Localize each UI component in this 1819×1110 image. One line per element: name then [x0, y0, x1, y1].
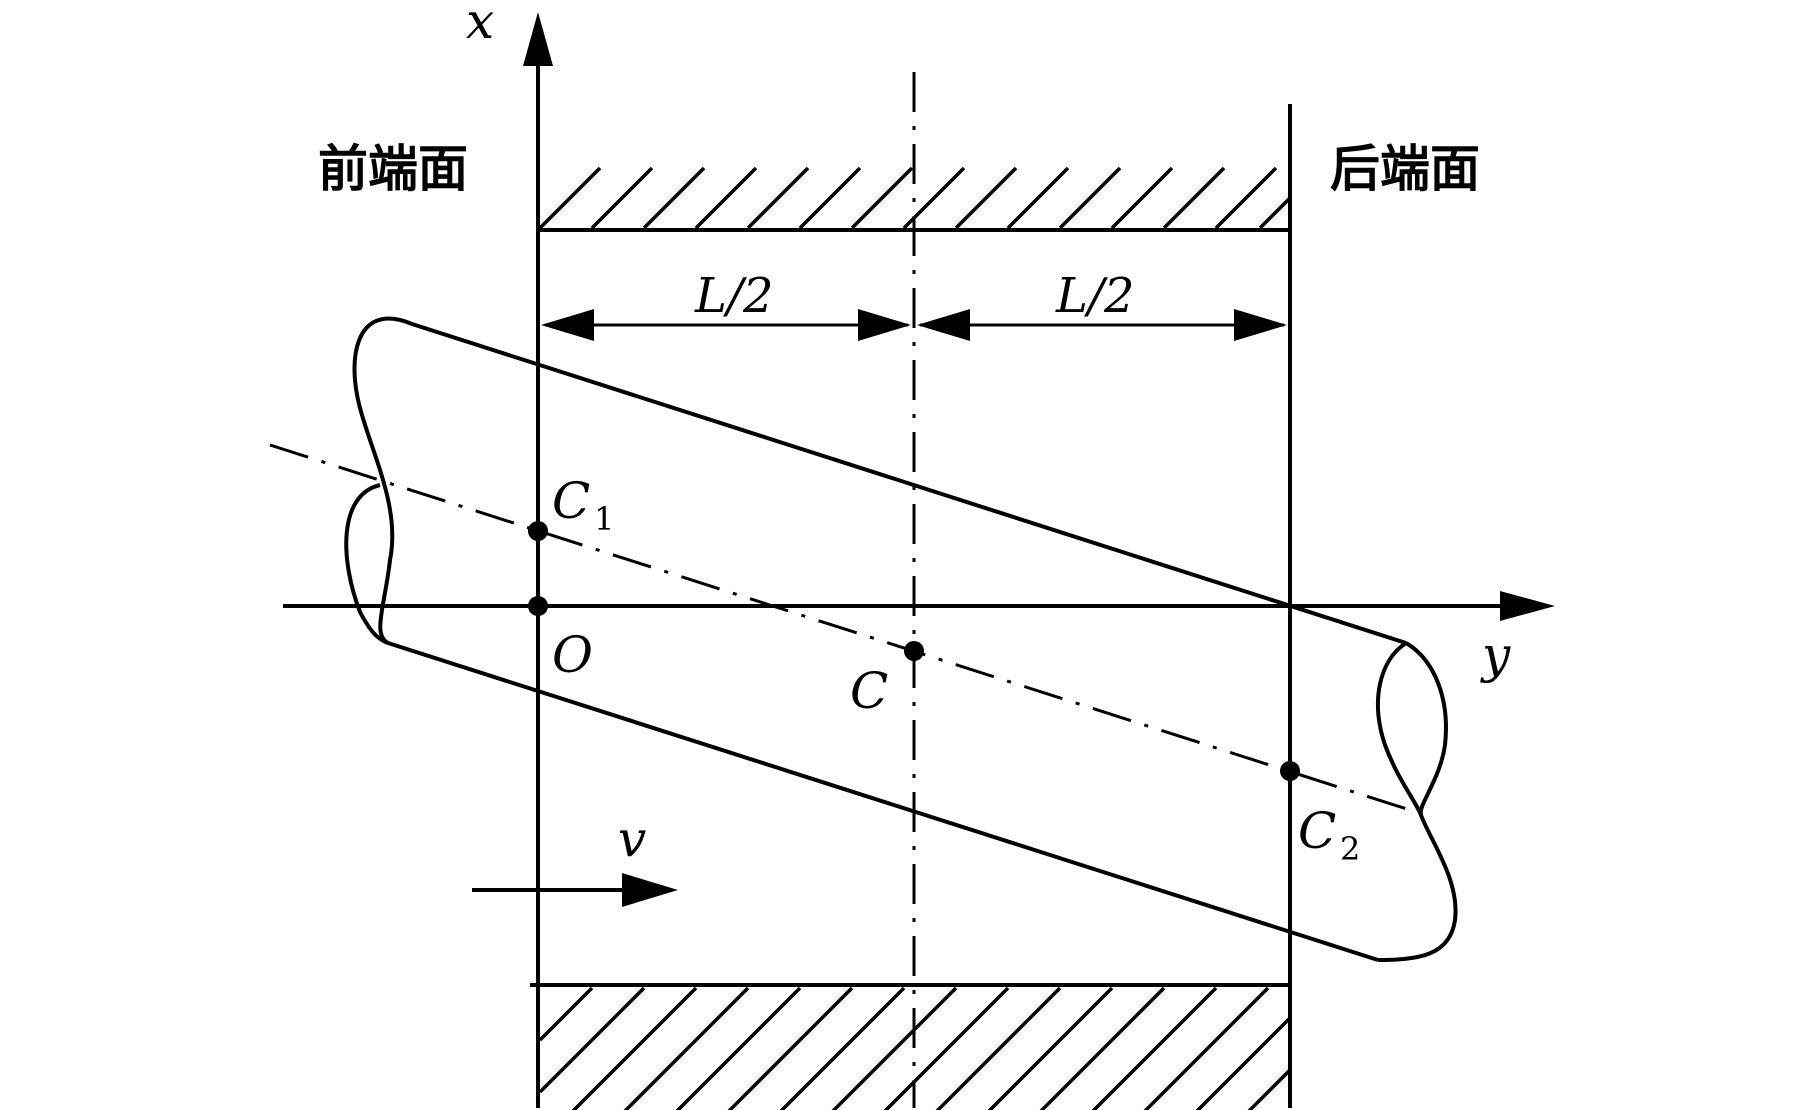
point-c1: [528, 521, 548, 541]
dim-left-arrow-end: [858, 309, 911, 341]
c2-subscript: 2: [1340, 830, 1360, 868]
c1-subscript: 1: [594, 500, 614, 538]
half-length-left-label: L/2: [694, 268, 774, 324]
point-origin: [528, 596, 548, 616]
shaft-left-break-inner: [344, 483, 389, 645]
center-label: C: [850, 662, 888, 720]
dim-left-arrow-start: [541, 309, 594, 341]
c2-label: C: [1298, 802, 1336, 860]
shaft-right-break: [1377, 641, 1458, 962]
origin-label: O: [552, 626, 593, 684]
c1-label: C: [552, 472, 590, 530]
top-hatching: [538, 166, 1292, 230]
y-axis-arrowhead: [1500, 591, 1555, 621]
x-axis-label: x: [466, 0, 494, 50]
point-c2: [1280, 761, 1300, 781]
bottom-hatching: [538, 986, 1292, 1110]
shaft-right-break-inner: [1376, 641, 1423, 816]
dim-right-arrow-end: [1234, 309, 1287, 341]
velocity-label: v: [618, 810, 646, 868]
shaft-centerline: [269, 443, 1411, 812]
shaft-lower-edge: [387, 641, 1379, 962]
shaft-left-break: [352, 316, 413, 645]
front-face-label: 前端面: [318, 140, 468, 198]
dim-right-arrow-start: [917, 309, 970, 341]
half-length-right-label: L/2: [1055, 268, 1135, 324]
point-center: [904, 641, 924, 661]
x-axis-arrowhead: [523, 12, 553, 66]
y-axis-label: y: [1480, 626, 1511, 684]
rear-face-label: 后端面: [1330, 140, 1480, 198]
velocity-arrowhead: [622, 873, 678, 907]
shaft-upper-edge: [411, 322, 1407, 645]
